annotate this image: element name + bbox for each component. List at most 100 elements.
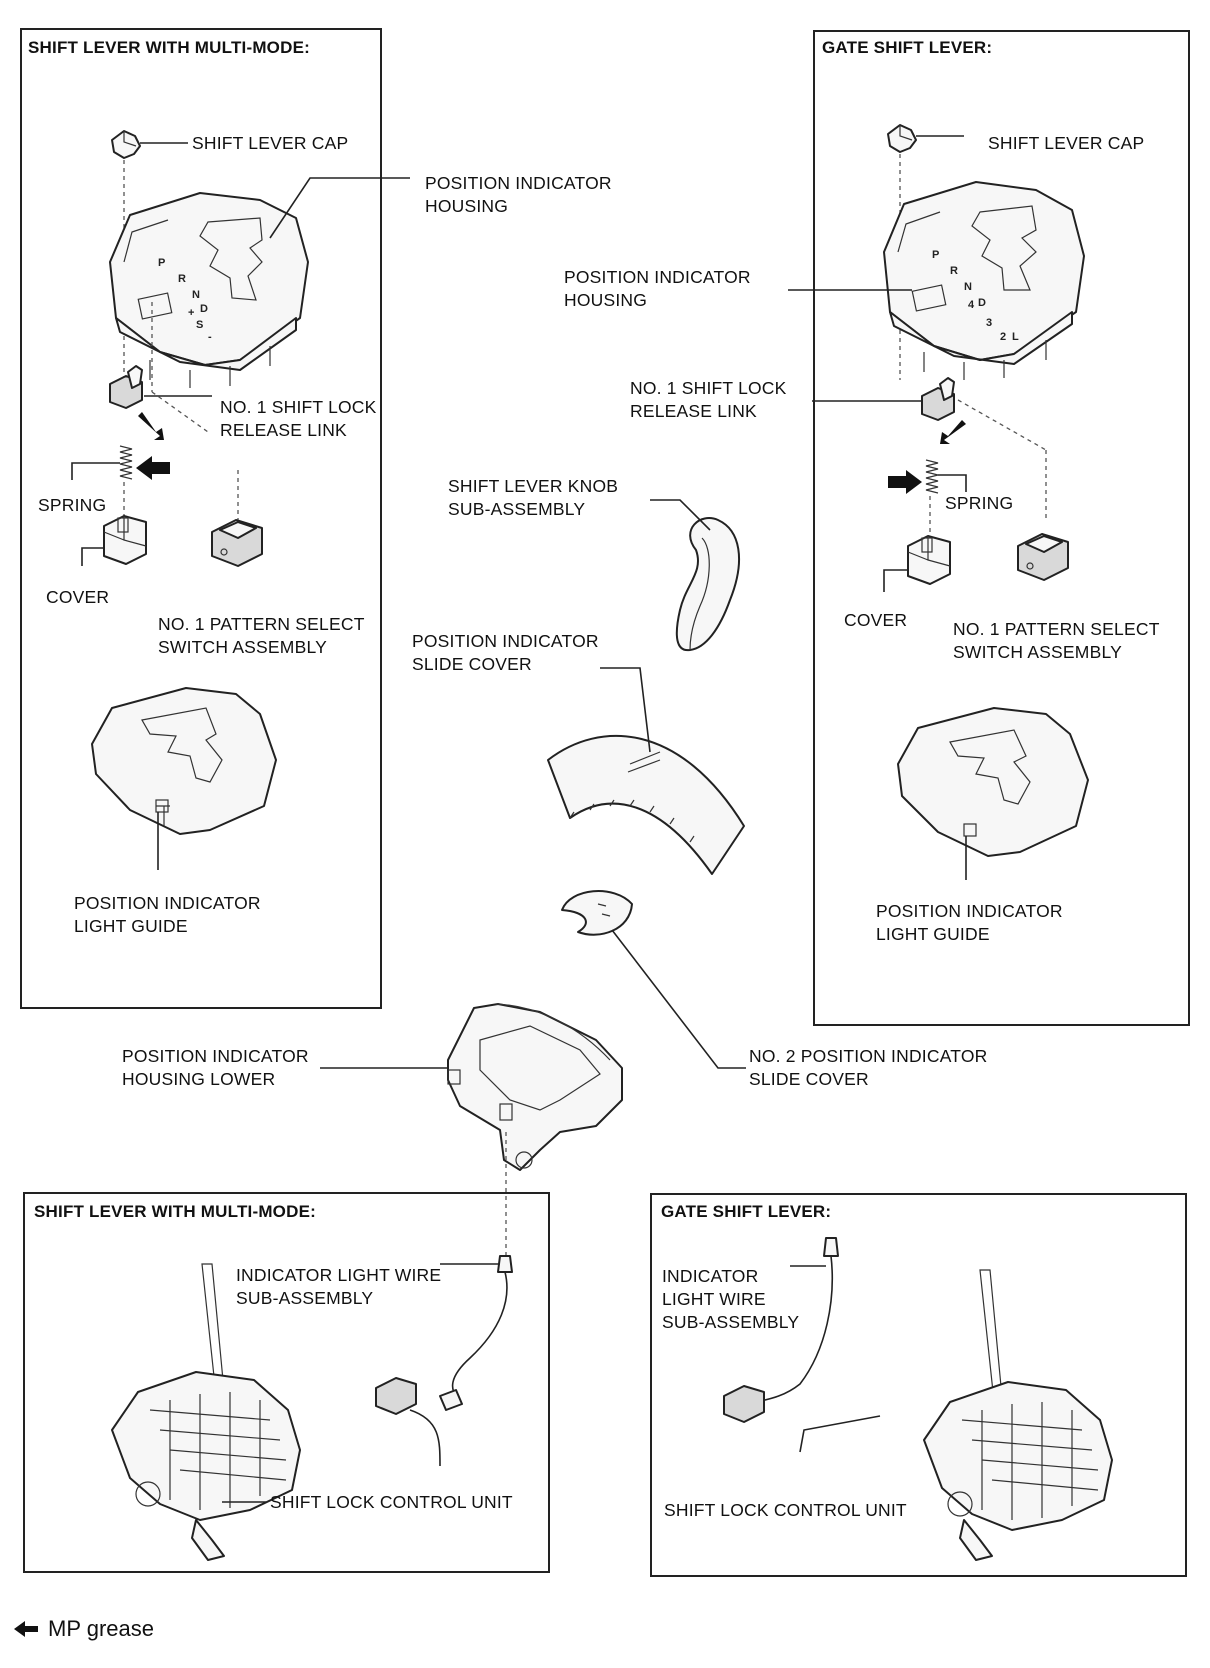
label-tl-position-indicator-housing: POSITION INDICATOR HOUSING xyxy=(425,172,612,218)
label-tl-light-guide: POSITION INDICATOR LIGHT GUIDE xyxy=(74,892,261,938)
tr-position-indicator-housing xyxy=(883,181,1085,380)
label-br-shift-lock-control-unit: SHIFT LOCK CONTROL UNIT xyxy=(664,1500,907,1520)
c-housing-lower xyxy=(447,1003,623,1171)
tr-grease-arrow-1 xyxy=(940,420,966,444)
tl-gear-mark-s: S xyxy=(196,319,203,331)
label-tr-position-indicator-housing: POSITION INDICATOR HOUSING xyxy=(564,266,751,312)
tl-gear-mark-p: P xyxy=(158,257,165,269)
label-br-ilw-line2: LIGHT WIRE xyxy=(662,1289,766,1309)
label-bl-indicator-light-wire: INDICATOR LIGHT WIRE SUB-ASSEMBLY xyxy=(236,1264,441,1310)
tl-shift-lever-cap xyxy=(111,130,141,159)
label-br-indicator-light-wire: INDICATOR LIGHT WIRE SUB-ASSEMBLY xyxy=(662,1265,799,1334)
c-no2-slide-cover xyxy=(561,890,633,936)
label-bl-ilw-line2: SUB-ASSEMBLY xyxy=(236,1288,374,1308)
label-tl-pih-line2: HOUSING xyxy=(425,196,509,216)
panel-bottom-right-title: GATE SHIFT LEVER: xyxy=(661,1202,832,1221)
label-tr-cover: COVER xyxy=(844,610,908,630)
panel-top-right-title: GATE SHIFT LEVER: xyxy=(822,38,993,57)
label-tl-cover: COVER xyxy=(46,587,110,607)
label-c-shift-lever-knob: SHIFT LEVER KNOB SUB-ASSEMBLY xyxy=(448,475,618,521)
label-tl-shift-lever-cap: SHIFT LEVER CAP xyxy=(192,133,349,153)
tr-light-guide xyxy=(897,707,1089,857)
label-c-hl-line2: HOUSING LOWER xyxy=(122,1069,276,1089)
tr-gear-mark-n: N xyxy=(964,281,972,293)
label-bl-shift-lock-control-unit: SHIFT LOCK CONTROL UNIT xyxy=(270,1492,513,1512)
tr-spring xyxy=(925,459,939,494)
label-tr-slrl-line1: NO. 1 SHIFT LOCK xyxy=(630,378,787,398)
label-tl-spring: SPRING xyxy=(38,495,107,515)
legend-text: MP grease xyxy=(48,1616,154,1641)
tl-cover xyxy=(103,515,147,565)
panel-top-left xyxy=(20,28,382,1009)
label-tr-slrl-line2: RELEASE LINK xyxy=(630,401,757,421)
tr-shift-lever-cap xyxy=(887,124,917,153)
label-tr-light-guide: POSITION INDICATOR LIGHT GUIDE xyxy=(876,900,1063,946)
label-c-hl-line1: POSITION INDICATOR xyxy=(122,1046,309,1066)
label-tr-shift-lever-cap: SHIFT LEVER CAP xyxy=(988,133,1145,153)
label-c-slide-cover: POSITION INDICATOR SLIDE COVER xyxy=(412,630,599,676)
tr-grease-arrow-2 xyxy=(888,470,922,494)
tr-gear-mark-2: 2 xyxy=(1000,331,1006,343)
label-tr-pih-line2: HOUSING xyxy=(564,290,648,310)
legend-arrow-icon xyxy=(14,1621,38,1637)
label-br-ilw-line1: INDICATOR xyxy=(662,1266,759,1286)
tr-gear-mark-3: 3 xyxy=(986,317,992,329)
br-shift-lever-assembly xyxy=(923,1269,1113,1561)
panel-top-left-title: SHIFT LEVER WITH MULTI-MODE: xyxy=(28,38,310,57)
tr-shift-lock-release-link xyxy=(921,377,955,421)
label-tl-slrl-line1: NO. 1 SHIFT LOCK xyxy=(220,397,377,417)
tr-gear-mark-d: D xyxy=(978,297,986,309)
label-tl-pss-line1: NO. 1 PATTERN SELECT xyxy=(158,614,365,634)
tl-grease-arrow-2 xyxy=(136,456,170,480)
bl-shift-lever-assembly xyxy=(111,1263,301,1561)
label-c-housing-lower: POSITION INDICATOR HOUSING LOWER xyxy=(122,1045,309,1091)
label-tr-pss-line1: NO. 1 PATTERN SELECT xyxy=(953,619,1160,639)
label-c-sc-line2: SLIDE COVER xyxy=(412,654,532,674)
label-tl-lg-line2: LIGHT GUIDE xyxy=(74,916,188,936)
tr-cover xyxy=(907,535,951,585)
label-c-sc-line1: POSITION INDICATOR xyxy=(412,631,599,651)
label-br-ilw-line3: SUB-ASSEMBLY xyxy=(662,1312,800,1332)
tr-gear-mark-4: 4 xyxy=(968,299,975,311)
label-c-no2-slide-cover: NO. 2 POSITION INDICATOR SLIDE COVER xyxy=(749,1045,988,1091)
legend: MP grease xyxy=(14,1616,154,1642)
tl-gear-mark-n: N xyxy=(192,289,200,301)
label-tl-pss-line2: SWITCH ASSEMBLY xyxy=(158,637,327,657)
panel-bottom-left xyxy=(23,1192,550,1573)
label-tr-pss-line2: SWITCH ASSEMBLY xyxy=(953,642,1122,662)
c-slide-cover xyxy=(547,734,745,875)
label-tl-pattern-select-switch: NO. 1 PATTERN SELECT SWITCH ASSEMBLY xyxy=(158,613,365,659)
label-tr-lg-line1: POSITION INDICATOR xyxy=(876,901,1063,921)
tl-shift-lock-release-link xyxy=(109,365,143,409)
label-bl-ilw-line1: INDICATOR LIGHT WIRE xyxy=(236,1265,442,1285)
tr-gear-mark-r: R xyxy=(950,265,958,277)
label-tl-pih-line1: POSITION INDICATOR xyxy=(425,173,612,193)
br-indicator-light-wire xyxy=(723,1237,839,1423)
tl-gear-mark-minus: - xyxy=(208,331,212,343)
label-tr-pih-line1: POSITION INDICATOR xyxy=(564,267,751,287)
tl-gear-mark-r: R xyxy=(178,273,186,285)
tr-gear-mark-p: P xyxy=(932,249,939,261)
tl-pattern-select-switch xyxy=(211,519,263,567)
tl-gear-mark-d: D xyxy=(200,303,208,315)
tr-pattern-select-switch xyxy=(1017,533,1069,581)
tl-grease-arrow-1 xyxy=(138,412,164,440)
label-c-slk-line1: SHIFT LEVER KNOB xyxy=(448,476,619,496)
panel-bottom-left-title: SHIFT LEVER WITH MULTI-MODE: xyxy=(34,1202,316,1221)
bl-connector-harness xyxy=(375,1377,441,1467)
label-tr-lg-line2: LIGHT GUIDE xyxy=(876,924,990,944)
label-c-slk-line2: SUB-ASSEMBLY xyxy=(448,499,586,519)
tl-position-indicator-housing xyxy=(109,192,309,388)
tl-gear-mark-plus: + xyxy=(188,307,194,319)
tl-spring xyxy=(119,445,133,480)
label-tl-slrl-line2: RELEASE LINK xyxy=(220,420,347,440)
label-tl-shift-lock-release-link: NO. 1 SHIFT LOCK RELEASE LINK xyxy=(220,396,377,442)
label-c-no2sc-line1: NO. 2 POSITION INDICATOR xyxy=(749,1046,988,1066)
tr-gear-mark-l: L xyxy=(1012,331,1019,343)
label-tr-spring: SPRING xyxy=(945,493,1014,513)
label-tr-shift-lock-release-link: NO. 1 SHIFT LOCK RELEASE LINK xyxy=(630,377,787,423)
label-c-no2sc-line2: SLIDE COVER xyxy=(749,1069,869,1089)
tl-light-guide xyxy=(91,687,277,835)
